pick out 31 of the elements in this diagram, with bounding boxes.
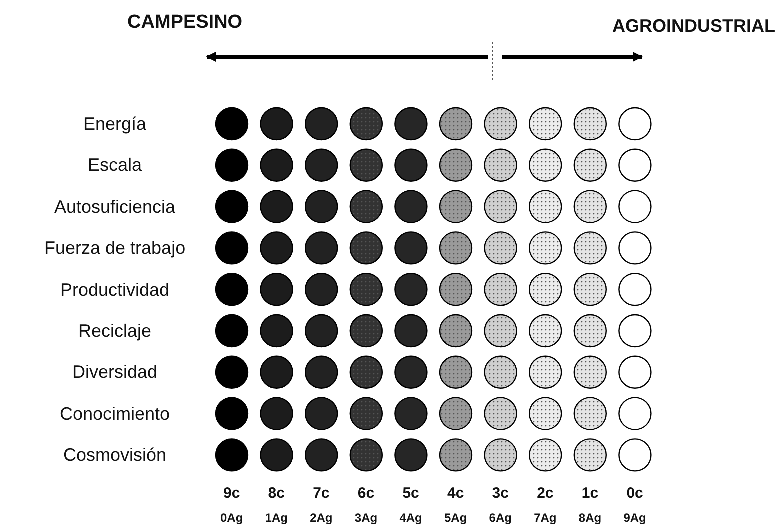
- row-label: Diversidad: [72, 363, 158, 382]
- row-label: Autosuficiencia: [54, 198, 176, 216]
- scale-label: 0c: [626, 486, 644, 500]
- scale-label: 6Ag: [489, 512, 512, 524]
- scale-label: 6c: [358, 486, 375, 500]
- scale-label: 0Ag: [220, 512, 244, 524]
- scale-label: 1c: [582, 486, 599, 500]
- scale-label: 9c: [224, 486, 240, 500]
- scale-label: 3c: [492, 486, 509, 500]
- heading: CAMPESINO: [128, 12, 243, 32]
- scale-label: 7Ag: [534, 512, 557, 524]
- row-label: Conocimiento: [60, 404, 170, 423]
- row-label: Cosmovisión: [64, 446, 167, 464]
- row-label: Energía: [84, 115, 147, 133]
- heading: AGROINDUSTRIAL: [612, 17, 776, 35]
- row-label: Reciclaje: [78, 322, 152, 340]
- scale-label: 8Ag: [578, 512, 602, 524]
- scale-label: 1Ag: [265, 512, 288, 524]
- scale-label: 4c: [448, 486, 464, 500]
- scale-label: 7c: [313, 486, 330, 500]
- row-label: Fuerza de trabajo: [44, 239, 186, 258]
- scale-label: 3Ag: [354, 512, 378, 524]
- scale-label: 2c: [537, 486, 554, 500]
- scale-label: 8c: [268, 486, 285, 500]
- scale-label: 5c: [402, 486, 420, 500]
- scale-label: 2Ag: [310, 512, 333, 524]
- row-label: Escala: [88, 156, 142, 174]
- scale-label: 5Ag: [444, 512, 468, 524]
- scale-label: 9Ag: [624, 512, 646, 524]
- row-label: Productividad: [60, 280, 170, 299]
- scale-label: 4Ag: [400, 512, 422, 524]
